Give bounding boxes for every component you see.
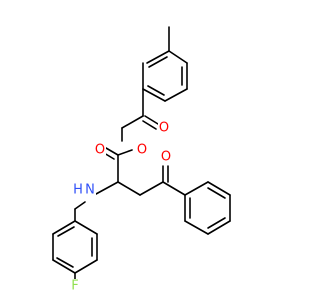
bond: [117, 149, 133, 156]
atom-o-ketone-top: O: [158, 121, 170, 136]
atom-o-ester-carbonyl: O: [94, 143, 106, 158]
bond: [139, 181, 164, 196]
bond: [168, 50, 188, 64]
phenyl-ring: [184, 181, 231, 235]
oxygen-label: O: [159, 121, 169, 136]
bond: [148, 56, 168, 68]
hydrogen-label: H: [73, 183, 83, 198]
bond: [56, 257, 74, 268]
bond: [142, 88, 166, 102]
structure-svg: O O O O N H F: [52, 26, 231, 294]
ketone-double-bond: [144, 115, 159, 125]
fluorophenyl-ring: [52, 208, 98, 274]
atom-o-ketone-right: O: [160, 150, 172, 165]
oxygen-label: O: [95, 143, 105, 158]
bond: [121, 115, 144, 129]
bond: [146, 50, 170, 64]
bond: [207, 217, 226, 229]
atom-n-amine: N H: [72, 183, 96, 198]
oxygen-label: O: [137, 143, 147, 158]
bond: [117, 181, 141, 196]
bond: [207, 220, 231, 235]
bond: [184, 220, 209, 235]
ketone-double-bond: [142, 120, 157, 130]
bond: [57, 226, 75, 237]
bond: [74, 220, 98, 235]
bond: [207, 187, 226, 199]
atom-f-fluoro: F: [69, 279, 81, 294]
fluorine-label: F: [71, 279, 78, 294]
bond: [147, 85, 165, 96]
atom-o-ester-single: O: [136, 143, 148, 158]
oxygen-label: O: [161, 150, 171, 165]
bond: [95, 181, 119, 195]
ester-double-bond: [105, 147, 119, 156]
bond: [184, 181, 209, 196]
bond: [52, 259, 76, 274]
p-tolyl-ring: [142, 50, 188, 102]
bond: [52, 220, 76, 235]
bond: [162, 181, 186, 196]
bond: [74, 201, 86, 210]
bond: [74, 259, 98, 274]
bond: [164, 88, 188, 102]
molecule-diagram: O O O O N H F: [52, 26, 231, 294]
nitrogen-label: N: [85, 183, 95, 198]
bond: [207, 181, 231, 196]
